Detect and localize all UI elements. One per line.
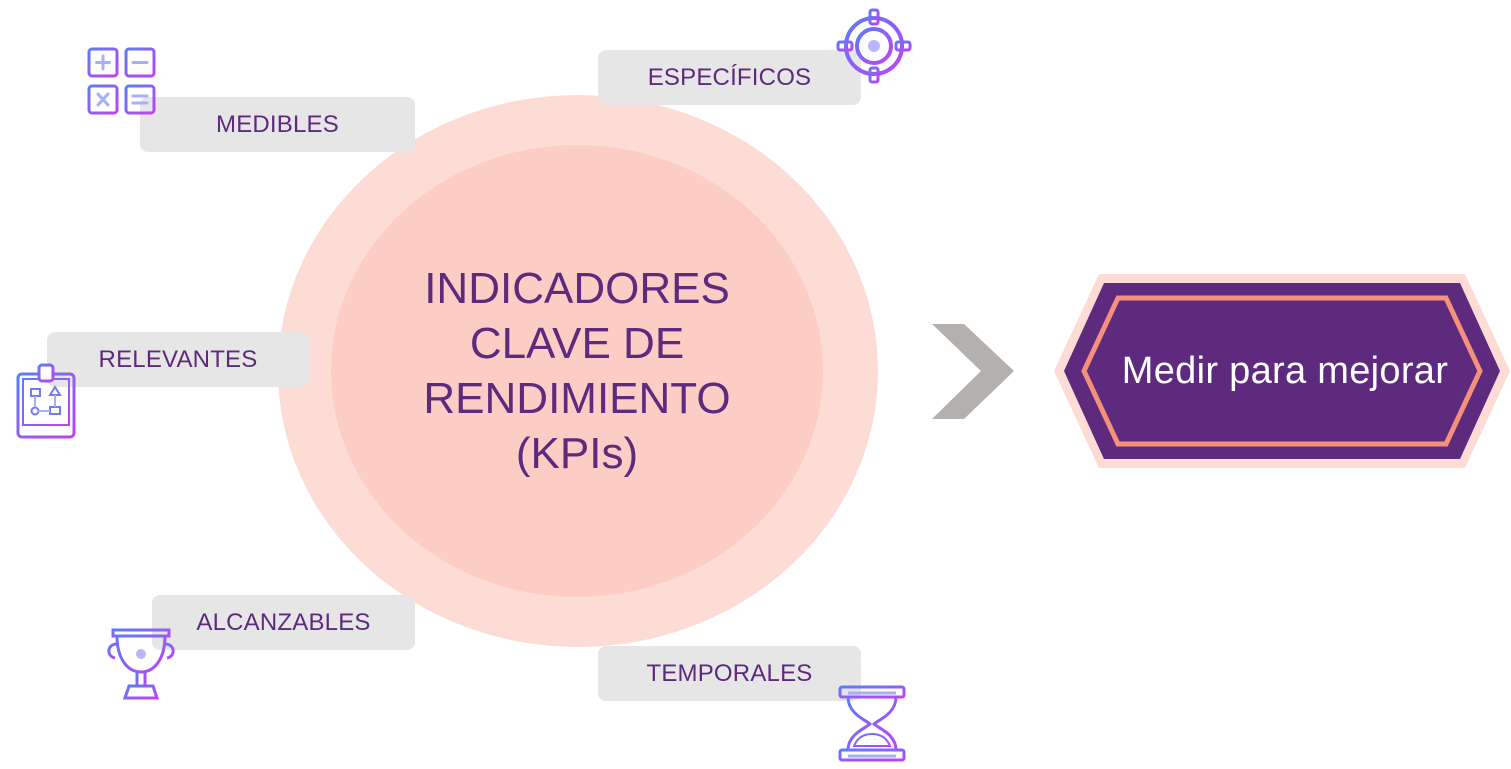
criteria-label: MEDIBLES xyxy=(216,110,339,138)
trophy-icon xyxy=(107,628,175,700)
criteria-tag-alcanzables: ALCANZABLES xyxy=(152,595,415,650)
criteria-label: RELEVANTES xyxy=(98,345,258,373)
criteria-tag-medibles: MEDIBLES xyxy=(140,97,415,152)
clipboard-flowchart-icon xyxy=(16,363,76,439)
target-icon xyxy=(836,8,912,84)
hourglass-icon xyxy=(838,685,906,762)
criteria-tag-relevantes: RELEVANTES xyxy=(47,332,309,387)
center-title: INDICADORES CLAVE DE RENDIMIENTO (KPIs) xyxy=(423,264,731,478)
goal-hexagon xyxy=(1054,274,1510,468)
criteria-label: TEMPORALES xyxy=(646,659,813,687)
criteria-label: ALCANZABLES xyxy=(196,608,371,636)
criteria-tag-temporales: TEMPORALES xyxy=(598,646,861,701)
criteria-tag-especificos: ESPECÍFICOS xyxy=(598,50,861,105)
chevron-right-icon xyxy=(932,324,1014,419)
criteria-label: ESPECÍFICOS xyxy=(647,63,812,91)
goal-label: Medir para mejorar xyxy=(1121,349,1449,392)
calculator-icon xyxy=(87,47,156,115)
kpi-circle-inner xyxy=(331,145,823,597)
